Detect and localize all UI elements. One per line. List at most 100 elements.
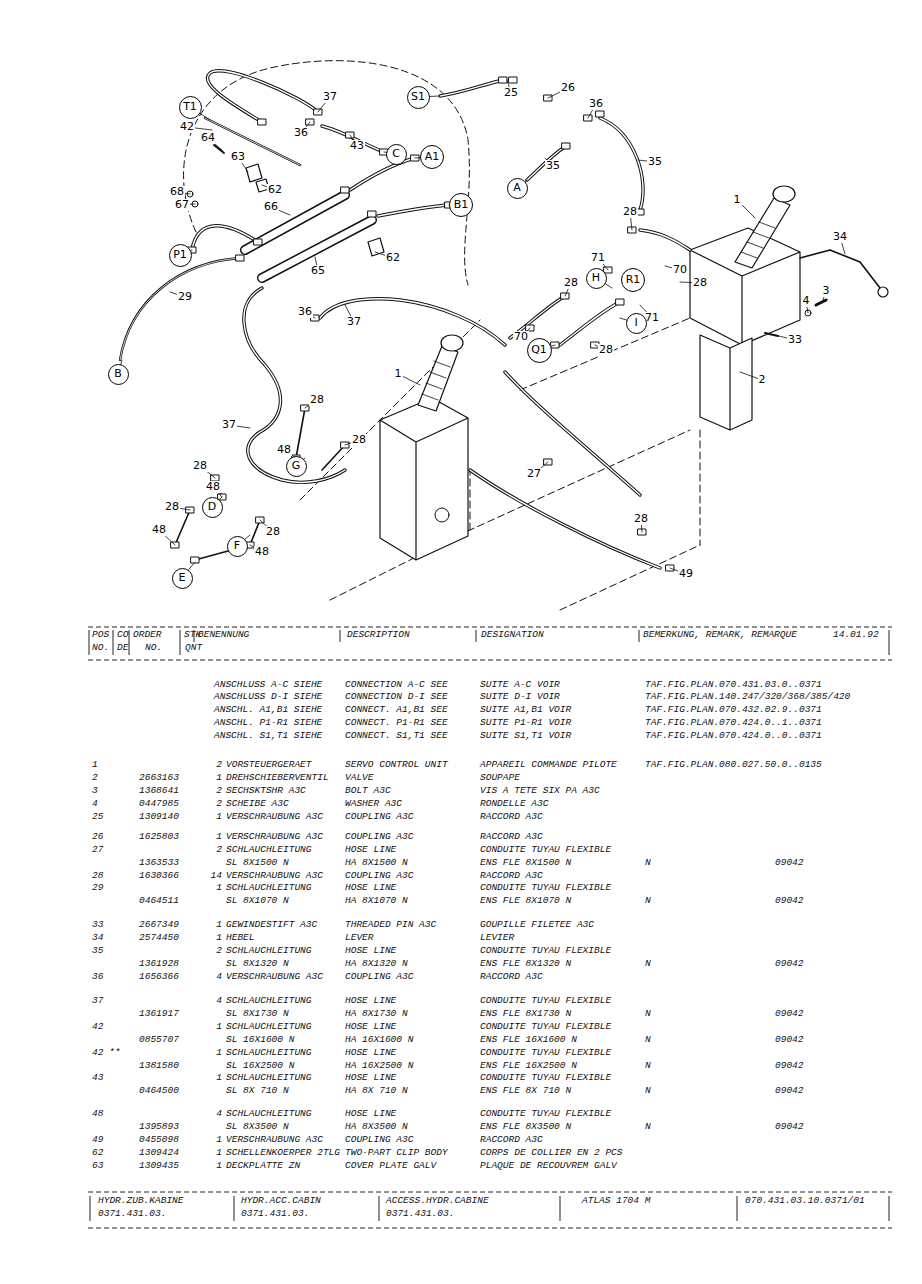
table-cell: ENS FLE 8X1070 N (480, 895, 571, 906)
table-cell: CONDUITE TUYAU FLEXIBLE (480, 1072, 611, 1083)
table-header: DESIGNATION (481, 629, 544, 640)
table-cell: SCHLAUCHLEITUNG (226, 1021, 312, 1032)
table-header: NO. (145, 642, 162, 653)
lever-ball (878, 287, 888, 297)
table-cell: HOSE LINE (345, 945, 396, 956)
table-cell: TAF.FIG.PLAN.070.432.02.9..0371 (645, 704, 822, 715)
table-cell: ENS FLE 8X1320 N (480, 958, 571, 969)
table-cell: 1363533 (139, 857, 179, 868)
quantity-cell: 1 (216, 772, 222, 783)
table-header: NO. (92, 642, 109, 653)
connection-letter: T1 (183, 101, 197, 113)
table-header: DESCRIPTION (347, 629, 410, 640)
callout-number: 1 (394, 368, 403, 380)
table-cell: VORSTEUERGERAET (226, 759, 312, 770)
table-cell: CONDUITE TUYAU FLEXIBLE (480, 945, 611, 956)
callout-number: 37 (221, 419, 237, 431)
table-cell: TAF.FIG.PLAN.080.027.50.0..0135 (645, 759, 822, 770)
table-cell: CONDUITE TUYAU FLEXIBLE (480, 1021, 611, 1032)
table-cell: SUITE P1-R1 VOIR (480, 717, 571, 728)
table-cell: 1309435 (139, 1160, 179, 1171)
table-cell: 63 (92, 1160, 103, 1171)
callout-number: 28 (351, 434, 367, 446)
table-header: POS (92, 629, 109, 640)
connection-letter: E (179, 572, 186, 584)
table-cell: SCHLAUCHLEITUNG (226, 945, 312, 956)
housing-bore (435, 508, 449, 522)
table-cell: 49 (92, 1134, 103, 1145)
column-separator (90, 1196, 889, 1221)
table-cell: SCHLAUCHLEITUNG (226, 995, 312, 1006)
callout-number: 28 (692, 277, 708, 289)
table-cell: 09042 (775, 958, 804, 969)
table-cell: SCHLAUCHLEITUNG (226, 1047, 312, 1058)
table-cell: HA 16X1600 N (345, 1034, 413, 1045)
table-cell: 1361917 (139, 1008, 179, 1019)
connection-circle: F (227, 536, 248, 557)
column-separator (89, 630, 889, 655)
table-cell: ENS FLE 8X3500 N (480, 1121, 571, 1132)
connection-letter: P1 (173, 249, 187, 261)
table-cell: 09042 (775, 857, 804, 868)
table-cell: SL 8X3500 N (226, 1121, 289, 1132)
connection-circle: I (626, 313, 647, 334)
table-cell: N (645, 1060, 651, 1071)
quantity-cell: 1 (216, 1047, 222, 1058)
connection-circle: S1 (407, 86, 430, 109)
callout-number: 63 (230, 151, 246, 163)
table-cell: 0455098 (139, 1134, 179, 1145)
table-cell: RACCORD A3C (480, 971, 543, 982)
callout-number: 48 (205, 481, 221, 493)
table-header: BEMERKUNG, REMARK, REMARQUE (643, 629, 797, 640)
table-cell: 2663163 (139, 772, 179, 783)
callout-number: 70 (672, 264, 688, 276)
callout-number: 36 (297, 306, 313, 318)
connection-letter: F (234, 540, 240, 552)
table-cell: RACCORD A3C (480, 870, 543, 881)
callout-number: 28 (563, 277, 579, 289)
table-cell: 27 (92, 844, 103, 855)
callout-number: 43 (349, 140, 365, 152)
callout-number: 28 (309, 394, 325, 406)
quantity-cell: 2 (216, 945, 222, 956)
table-cell: SCHEIBE A3C (226, 798, 289, 809)
table-cell: 36 (92, 971, 103, 982)
table-cell: 0447985 (139, 798, 179, 809)
table-cell: SUITE D-I VOIR (480, 691, 560, 702)
table-cell: SCHLAUCHLEITUNG (226, 844, 312, 855)
table-cell: BOLT A3C (345, 785, 391, 796)
table-cell: SCHELLENKOERPER 2TLG (226, 1147, 340, 1158)
table-cell: ANSCHLUSS D-I SIEHE (214, 691, 322, 702)
callout-number: 28 (164, 501, 180, 513)
table-cell: SL 8X1070 N (226, 895, 289, 906)
table-cell: RACCORD A3C (480, 831, 543, 842)
connection-circle: C (386, 144, 407, 165)
table-cell: 1361928 (139, 958, 179, 969)
quantity-cell: 1 (216, 1021, 222, 1032)
table-cell: HA 8X1500 N (345, 857, 408, 868)
quantity-cell: 2 (216, 844, 222, 855)
callout-number: 62 (385, 252, 401, 264)
table-cell: 29 (92, 882, 103, 893)
callout-number: 27 (526, 468, 542, 480)
connection-letter: R1 (626, 274, 641, 286)
table-cell: HOSE LINE (345, 1047, 396, 1058)
callout-number: 36 (293, 127, 309, 139)
table-cell: RACCORD A3C (480, 1134, 543, 1145)
table-cell: RACCORD A3C (480, 811, 543, 822)
table-cell: COUPLING A3C (345, 831, 413, 842)
connection-letter: C (392, 148, 400, 160)
callout-number: 70 (513, 331, 529, 343)
table-cell: COUPLING A3C (345, 870, 413, 881)
table-cell: TWO-PART CLIP BODY (345, 1147, 448, 1158)
table-cell: HA 8X1320 N (345, 958, 408, 969)
quantity-cell: 1 (216, 811, 222, 822)
connection-circle: A (507, 178, 528, 199)
table-cell: 0464511 (139, 895, 179, 906)
hose-outer (192, 71, 690, 568)
table-cell: 2667349 (139, 919, 179, 930)
callout-number: 28 (598, 344, 614, 356)
table-cell: N (645, 1034, 651, 1045)
